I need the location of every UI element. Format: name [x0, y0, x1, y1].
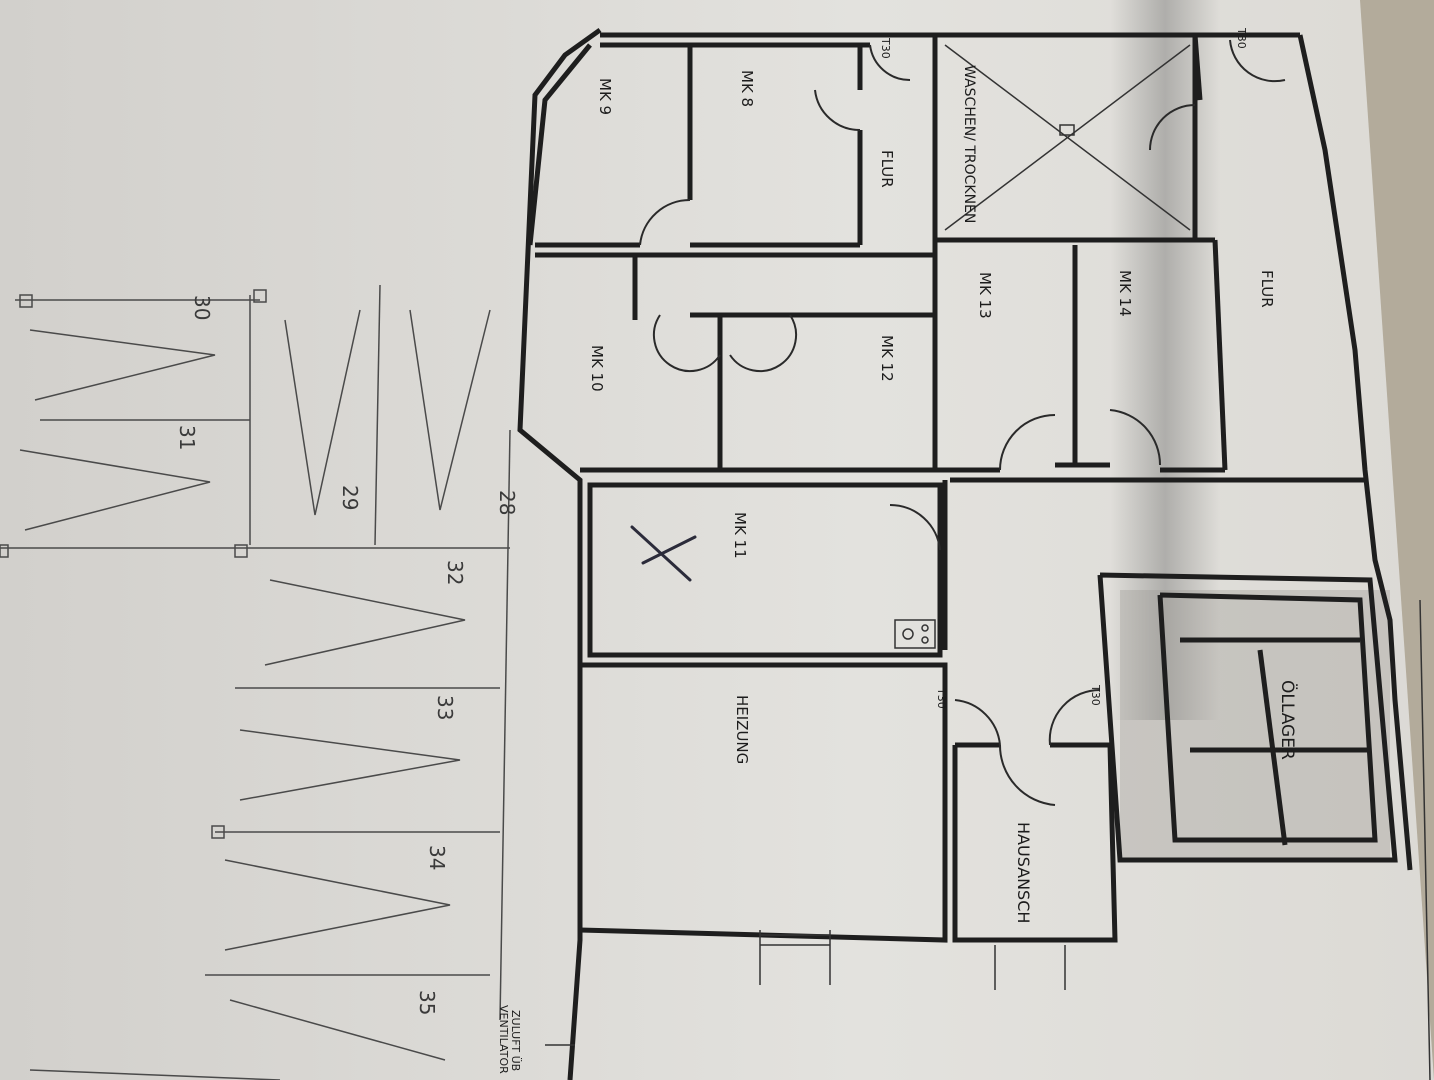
door-rating-t30: T30: [1089, 684, 1102, 706]
door-rating-t30: T30: [935, 687, 948, 709]
room-label-mk8: MK 8: [738, 70, 756, 107]
stair-number-31: 31: [175, 425, 199, 450]
room-labels: MK 9 MK 8 FLUR WASCHEN/ TROCKNEN FLUR MK…: [588, 65, 1299, 923]
stair-number-30: 30: [190, 295, 214, 320]
stair-number-32: 32: [443, 560, 467, 585]
door-rating-t30: T30: [1235, 27, 1248, 49]
room-label-mk9: MK 9: [596, 78, 614, 115]
door-rating-t30: T30: [879, 37, 892, 59]
room-label-waschen-trocknen: WASCHEN/ TROCKNEN: [961, 65, 977, 223]
stair-number-28: 28: [495, 490, 519, 515]
room-label-mk11: MK 11: [731, 512, 749, 559]
detail-lines: [759, 44, 1431, 1080]
pen-x-mark: [630, 525, 697, 582]
note-line-1: ZULUFT ÜB: [509, 1010, 522, 1071]
room-label-mk12: MK 12: [878, 335, 896, 382]
door-ratings: T30 T30 T30 T30: [879, 27, 1248, 709]
note-line-2: VENTILATOR: [497, 1005, 510, 1074]
room-label-flur-right: FLUR: [1258, 270, 1276, 308]
room-label-mk14: MK 14: [1116, 270, 1134, 317]
room-label-oellager: ÖLLAGER: [1277, 680, 1299, 760]
room-label-mk10: MK 10: [588, 345, 606, 392]
room-label-flur-top: FLUR: [878, 150, 896, 188]
stair-number-labels: 28 29 30 31 32 33 34 35: [175, 295, 519, 1015]
stair-number-34: 34: [425, 845, 449, 870]
stair-number-35: 35: [415, 990, 439, 1015]
shaded-storage-area: [1120, 590, 1390, 860]
stair-number-29: 29: [338, 485, 362, 510]
ventilation-note: ZULUFT ÜB VENTILATOR: [497, 1005, 575, 1074]
toner-smudge: [1110, 0, 1220, 720]
staircase-diagram: [0, 284, 511, 1080]
room-label-mk13: MK 13: [976, 272, 994, 319]
room-label-hausansch: HAUSANSCH: [1014, 822, 1033, 923]
door-swings: [639, 39, 1286, 806]
stair-number-33: 33: [433, 695, 457, 720]
room-label-heizung: HEIZUNG: [733, 695, 751, 764]
